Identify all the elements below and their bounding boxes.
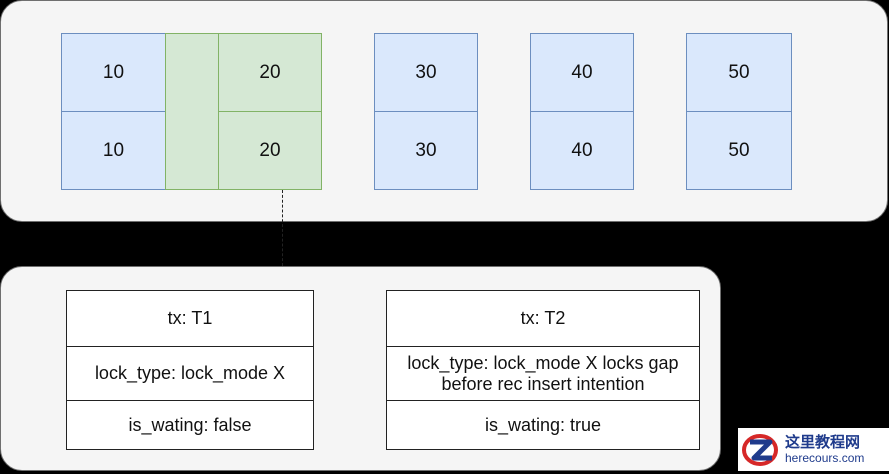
lock-t1-tx: tx: T1 — [167, 308, 213, 328]
record-30-top: 30 — [374, 33, 478, 112]
record-40-top: 40 — [530, 33, 634, 112]
lock-struct-t2: tx: T2 lock_type: lock_mode X locks gap … — [386, 290, 700, 450]
lock-t2-tx: tx: T2 — [520, 308, 566, 328]
record-10-bottom: 10 — [61, 111, 166, 190]
record-30-bottom: 30 — [374, 111, 478, 190]
record-40-bottom: 40 — [530, 111, 634, 190]
lock-t2-type: lock_type: lock_mode X locks gap before … — [387, 346, 699, 400]
record-20-top: 20 — [218, 33, 322, 112]
dashed-connector — [282, 190, 283, 266]
record-50-top: 50 — [686, 33, 792, 112]
record-20-bottom: 20 — [218, 111, 322, 190]
site-logo-icon — [741, 431, 779, 469]
record-50-bottom: 50 — [686, 111, 792, 190]
lock-struct-t1: tx: T1 lock_type: lock_mode X is_wating:… — [66, 290, 314, 450]
lock-t1-type: lock_type: lock_mode X — [67, 346, 313, 400]
site-watermark: 这里教程网 herecours.com — [738, 428, 889, 471]
lock-t1-waiting: is_wating: false — [67, 400, 313, 449]
watermark-cn: 这里教程网 — [785, 433, 861, 451]
watermark-en: herecours.com — [785, 451, 865, 465]
gap-lock-strip — [165, 33, 219, 190]
record-10-top: 10 — [61, 33, 166, 112]
lock-t2-waiting: is_wating: true — [387, 400, 699, 449]
